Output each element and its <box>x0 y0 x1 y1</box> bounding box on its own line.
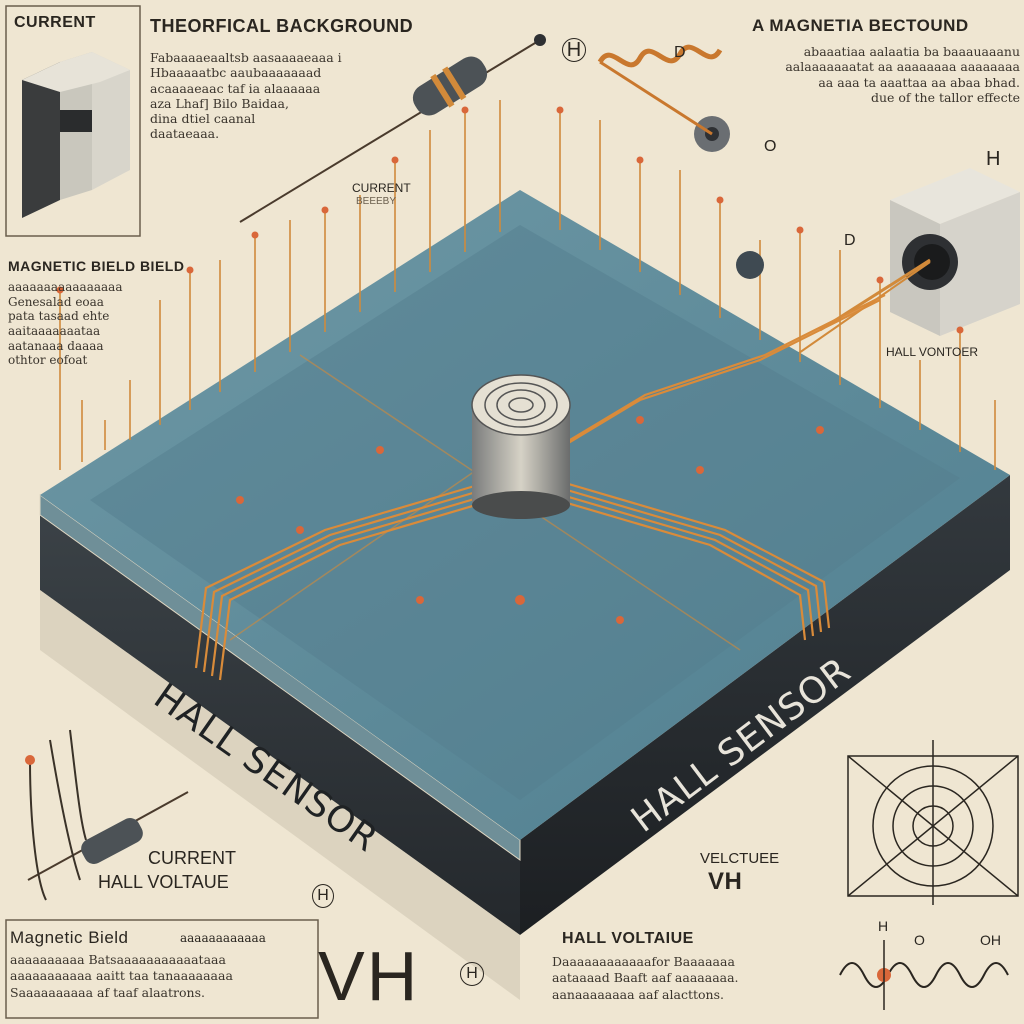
hall-voltaue-line: aataaaad Baaft aaf aaaaaaaa. <box>552 970 739 986</box>
big-vh: VH <box>318 937 420 1015</box>
o-right-label: O <box>764 138 777 155</box>
h-right-label: H <box>986 148 1001 170</box>
chip-left-side <box>40 495 520 935</box>
theory-line: Hbaaaaatbc aaubaaaaaaad <box>150 65 322 81</box>
sine-wave <box>839 962 1009 988</box>
current-mid-sub: BEEEBY <box>356 196 397 207</box>
theory-line: acaaaaeaac taf ia alaaaaaa <box>150 80 321 96</box>
hall-voltaue-title: HALL VOLTAIUE <box>562 930 694 947</box>
current-mid-label: CURRENT <box>352 181 411 195</box>
magnetic-top-line: due of the tallor effecte <box>870 89 1020 105</box>
d-top-label: D <box>674 44 686 61</box>
resistor-bottom-left <box>25 729 189 901</box>
hall-vontoer-label: HALL VONTOER <box>886 345 979 359</box>
graph-h: H <box>878 918 889 934</box>
graph-o: O <box>914 932 925 948</box>
magnetic-top-title: A MAGNETIA BECTOUND <box>752 16 969 35</box>
top-left-panel-border <box>5 5 141 237</box>
left-field-line: aaitaaaaaaataa <box>8 323 101 338</box>
big-vh-h-circle: H <box>460 962 484 986</box>
magnetic-top-line: abaaatiaa aalaatia ba baaauaaanu <box>803 44 1020 59</box>
theory-title: THEORFICAL BACKGROUND <box>150 16 414 36</box>
left-field-lines: aaaaaaaaaaaaaaaa Genesalad eoaa pata tas… <box>8 280 122 368</box>
current-title: CURRENT <box>14 14 96 31</box>
magnetic-top-line: aa aaa ta aaattaa aa abaa bhad. <box>818 74 1020 90</box>
theory-line: Fabaaaaeaaltsb aasaaaaeaaa i <box>150 50 342 65</box>
bottom-left-title-tail: aaaaaaaaaaaa <box>180 931 266 945</box>
central-magnet <box>471 374 571 519</box>
hall-voltaue-lines: Daaaaaaaaaaaafor Baaaaaaa aataaaad Baaft… <box>552 954 739 1003</box>
hall-voltaue-line: Daaaaaaaaaaaafor Baaaaaaa <box>552 954 735 969</box>
left-field-line: aaaaaaaaaaaaaaaa <box>8 280 123 294</box>
h-block <box>22 52 130 218</box>
h-top-circle: H <box>562 38 586 62</box>
bottom-left-panel-border <box>5 919 319 1019</box>
d-right-label: D <box>844 232 856 249</box>
bottom-current-label: CURRENT <box>148 848 236 868</box>
coil-top <box>597 44 730 152</box>
vertical-leads <box>59 100 996 470</box>
theory-line: dina dtiel caanal <box>150 111 256 126</box>
bottom-left-lines: aaaaaaaaaa Batsaaaaaaaaaaataaa aaaaaaaaa… <box>10 952 233 1001</box>
bottom-hall-voltage-label: HALL VOLTAUE <box>98 872 229 892</box>
left-field-line: pata tasaad ehte <box>8 309 110 324</box>
magnetic-top-line: aalaaaaaaatat aa aaaaaaaa aaaaaaaa <box>785 59 1020 75</box>
hall-voltaue-line: aanaaaaaaaa aaf alacttons. <box>552 986 724 1002</box>
field-graph <box>847 740 1019 905</box>
theory-line: daataeaaa. <box>150 126 220 142</box>
left-field-line: Genesalad eoaa <box>8 294 104 309</box>
chip-right-side <box>520 475 1010 935</box>
magnet-cube <box>890 168 1020 336</box>
bottom-left-line: aaaaaaaaaaa aaitt taa tanaaaaaaaa <box>10 968 233 984</box>
bottom-left-line: Saaaaaaaaaa af taaf alaatrons. <box>10 984 205 1000</box>
left-field-line: aatanaaa daaaa <box>8 338 104 353</box>
copper-traces <box>194 294 886 681</box>
left-field-title: MAGNETIC BIELD BIELD <box>8 258 185 274</box>
bottom-h-circle: H <box>312 884 334 908</box>
resistor-top <box>239 34 546 223</box>
bottom-left-line: aaaaaaaaaa Batsaaaaaaaaaaataaa <box>10 952 226 967</box>
left-field-line: othtor eofoat <box>8 353 88 368</box>
magnetic-top-lines: abaaatiaa aalaatia ba baaauaaanu aalaaaa… <box>740 44 1020 105</box>
veltuee-label: VELCTUEE <box>700 850 780 867</box>
bottom-left-title: Magnetic Bield <box>10 928 129 947</box>
vh-label: VH <box>708 868 743 895</box>
theory-line: aza Lhaf] Bilo Baidaa, <box>150 95 289 111</box>
graph-oh: OH <box>980 932 1001 948</box>
theory-lines: Fabaaaaeaaltsb aasaaaaeaaa i Hbaaaaatbc … <box>150 50 342 142</box>
